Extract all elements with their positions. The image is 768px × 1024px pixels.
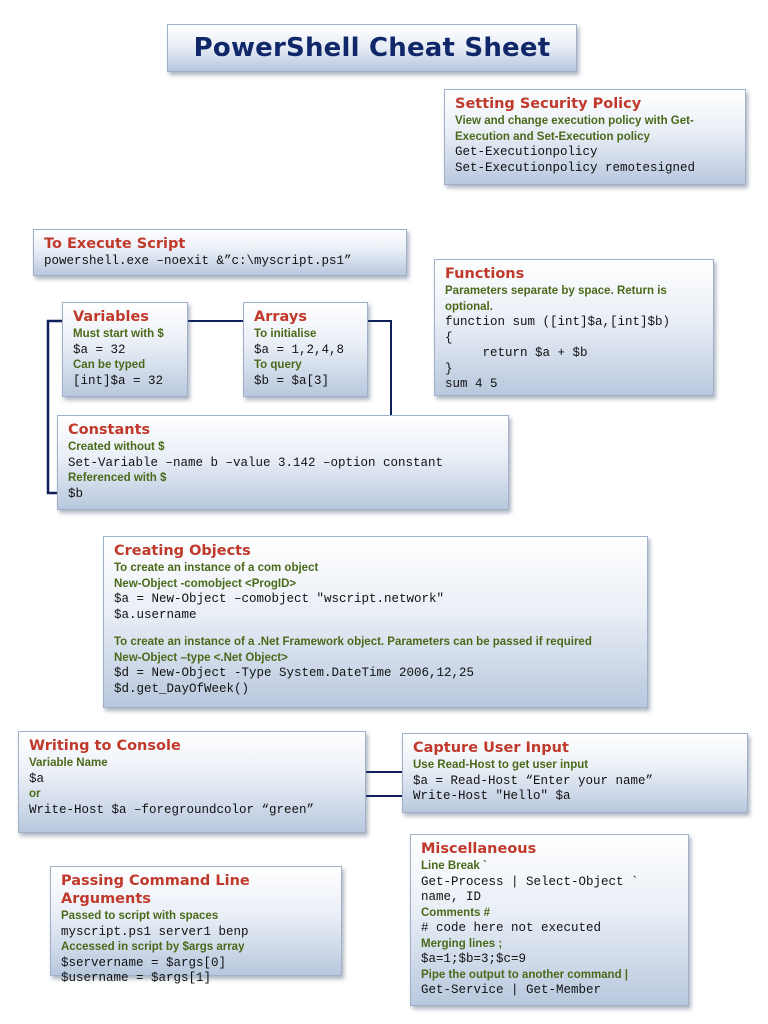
note-text: Variable Name [29, 757, 108, 769]
note-text: Can be typed [73, 359, 146, 371]
section-heading: Constants [68, 422, 151, 438]
section-heading: Writing to Console [29, 738, 181, 754]
code-line: Set-Executionpolicy remotesigned [455, 160, 696, 175]
note-text: To create an instance of a com object [114, 562, 319, 574]
title-box: PowerShell Cheat Sheet [167, 24, 577, 72]
code-line: } [445, 361, 453, 376]
code-line: $a [29, 771, 45, 786]
code-line: Get-Service | Get-Member [421, 983, 602, 997]
code-line: $a = Read-Host “Enter your name” [413, 773, 654, 788]
note-text: Comments # [421, 906, 491, 919]
section-heading: Setting Security Policy [455, 96, 642, 112]
note-text: optional. [445, 300, 493, 313]
code-line: $a.username [114, 607, 197, 622]
code-line: $b = $a[3] [254, 373, 330, 388]
section-heading: Passing Command Line Arguments [61, 873, 250, 907]
spacer [114, 623, 639, 635]
section-heading: Miscellaneous [421, 841, 537, 857]
variables-box: Variables Must start with $ $a = 32 Can … [62, 302, 188, 397]
code-line: Get-Executionpolicy [455, 145, 598, 159]
code-line: name, ID [421, 890, 482, 904]
constants-box: Constants Created without $ Set-Variable… [57, 415, 509, 510]
code-line: sum 4 5 [445, 377, 498, 391]
code-line: $a=1;$b=3;$c=9 [421, 952, 527, 966]
note-text: Merging lines ; [421, 937, 503, 950]
code-line: $d = New-Object -Type System.DateTime 20… [114, 666, 475, 680]
section-heading: Capture User Input [413, 740, 569, 756]
code-line: Set-Variable –name b –value 3.142 –optio… [68, 455, 444, 470]
code-line: $a = 1,2,4,8 [254, 342, 345, 357]
code-line: function sum ([int]$a,[int]$b) [445, 315, 671, 329]
note-text: Referenced with $ [68, 472, 167, 484]
connector-variables-constants [46, 319, 62, 495]
execute-script-box: To Execute Script powershell.exe –noexit… [33, 229, 407, 276]
note-text: Execution and Set-Execution policy [455, 130, 650, 143]
writing-console-box: Writing to Console Variable Name $a or W… [18, 731, 366, 833]
code-line: $a = 32 [73, 342, 126, 357]
note-text: Created without $ [68, 441, 165, 453]
section-heading: Variables [73, 309, 149, 325]
note-text: New-Object -comobject <ProgID> [114, 577, 297, 590]
capture-input-box: Capture User Input Use Read-Host to get … [402, 733, 748, 813]
code-line: $servername = $args[0] [61, 955, 227, 970]
note-text: or [29, 788, 41, 800]
code-line: [int]$a = 32 [73, 373, 164, 388]
note-text: Accessed in script by $args array [61, 941, 245, 953]
miscellaneous-box: Miscellaneous Line Break ` Get-Process |… [410, 834, 689, 1006]
code-line: Write-Host $a –foregroundcolor “green” [29, 802, 315, 817]
note-text: To initialise [254, 328, 317, 340]
note-text: Use Read-Host to get user input [413, 759, 589, 771]
section-heading: Functions [445, 266, 525, 282]
security-policy-box: Setting Security Policy View and change … [444, 89, 746, 185]
creating-objects-box: Creating Objects To create an instance o… [103, 536, 648, 708]
code-line: $username = $args[1] [61, 971, 212, 985]
note-text: Line Break ` [421, 860, 487, 872]
note-text: To create an instance of a .Net Framewor… [114, 636, 592, 648]
arrays-box: Arrays To initialise $a = 1,2,4,8 To que… [243, 302, 368, 397]
note-text: Parameters separate by space. Return is [445, 285, 667, 297]
code-line: Get-Process | Select-Object ` [421, 874, 639, 889]
note-text: New-Object –type <.Net Object> [114, 651, 288, 664]
code-line: # code here not executed [421, 921, 602, 935]
code-line: powershell.exe –noexit &”c:\myscript.ps1… [44, 254, 352, 268]
code-line: return $a + $b [445, 346, 588, 360]
code-line: Write-Host "Hello" $a [413, 789, 571, 803]
code-line: myscript.ps1 server1 benp [61, 924, 249, 939]
page-title: PowerShell Cheat Sheet [193, 33, 551, 63]
note-text: Must start with $ [73, 328, 164, 340]
code-line: $d.get_DayOfWeek() [114, 681, 250, 696]
code-line: $b [68, 486, 84, 501]
note-text: To query [254, 359, 302, 371]
passing-arguments-box: Passing Command Line Arguments Passed to… [50, 866, 342, 985]
code-line: $a = New-Object –comobject "wscript.netw… [114, 592, 445, 606]
section-heading: Arrays [254, 309, 307, 325]
code-line: { [445, 330, 453, 345]
functions-box: Functions Parameters separate by space. … [434, 259, 714, 396]
note-text: Passed to script with spaces [61, 910, 219, 922]
section-heading: Creating Objects [114, 543, 251, 559]
note-text: Pipe the output to another command | [421, 968, 629, 981]
section-heading: To Execute Script [44, 236, 186, 252]
connector-arrays-constants [368, 320, 392, 415]
note-text: View and change execution policy with Ge… [455, 115, 694, 127]
